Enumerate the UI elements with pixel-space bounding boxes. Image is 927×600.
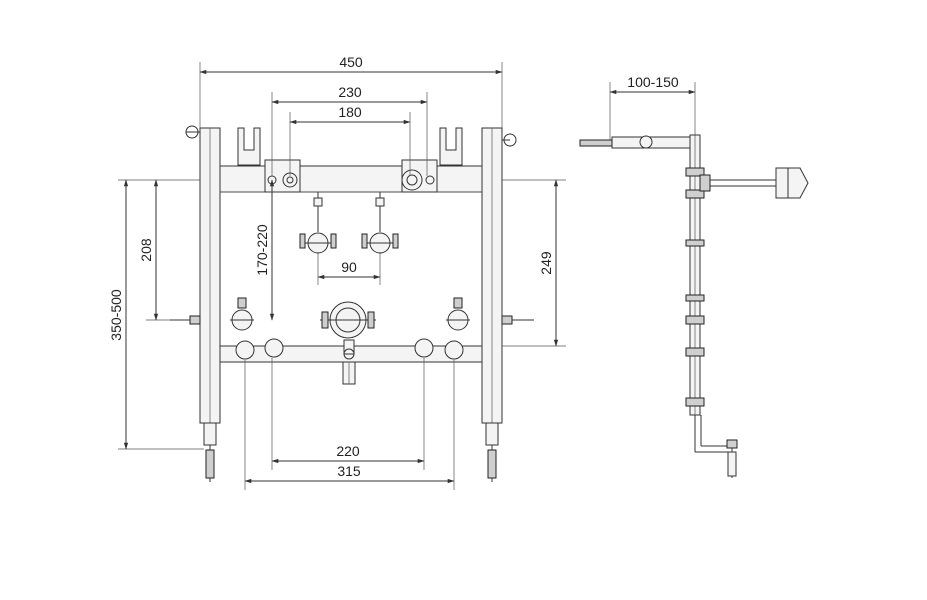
dim-height-adjust: 170-220 [254, 224, 270, 276]
dimension-lines [123, 69, 559, 484]
dim-depth-adjust: 100-150 [627, 74, 679, 90]
left-post [185, 125, 221, 482]
dim-bottom-outer: 315 [337, 463, 361, 479]
dim-supply-spacing: 90 [341, 259, 357, 275]
dim-outer-hole-spacing: 230 [338, 84, 362, 100]
drain-assembly [170, 297, 534, 339]
dim-drain-height: 208 [138, 238, 154, 262]
side-view: 100-150 [579, 74, 809, 478]
front-view: 450 230 180 90 170-220 208 350-500 220 3… [108, 54, 566, 490]
right-post [481, 127, 517, 482]
side-drain-arm [699, 167, 809, 199]
dim-right-height: 249 [538, 251, 554, 275]
lower-crossbar [219, 338, 483, 385]
top-crossbar [219, 159, 483, 193]
supply-valves [299, 192, 399, 254]
dim-inner-hole-spacing: 180 [338, 104, 362, 120]
dim-bottom-inner: 220 [336, 443, 360, 459]
dimension-labels: 450 230 180 90 170-220 208 350-500 220 3… [108, 54, 554, 479]
top-brackets [237, 127, 463, 166]
side-top-arm [579, 135, 691, 149]
side-foot [694, 415, 738, 478]
dim-overall-width: 450 [339, 54, 363, 70]
dim-frame-height: 350-500 [108, 289, 124, 341]
